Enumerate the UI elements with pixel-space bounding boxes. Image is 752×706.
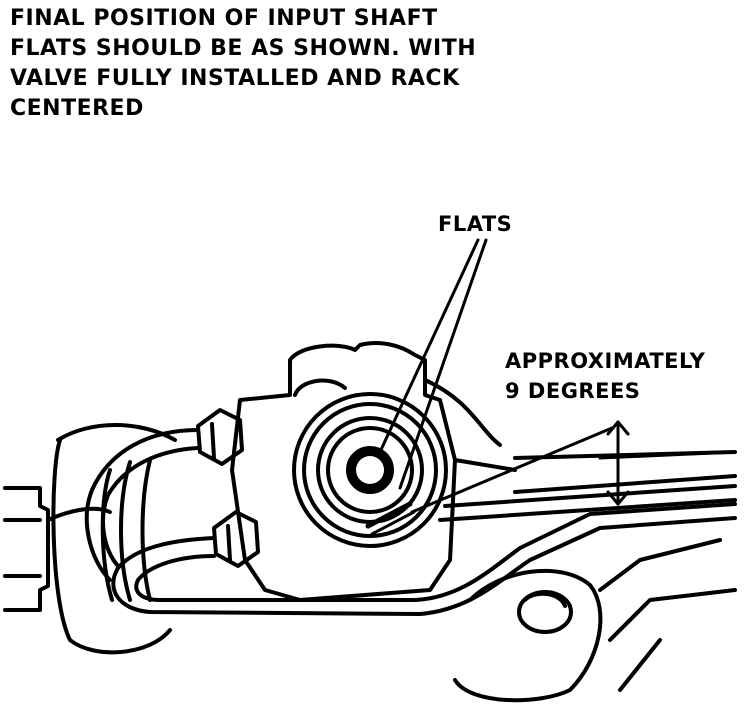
caption-text: FINAL POSITION OF INPUT SHAFT FLATS SHOU… xyxy=(10,6,477,121)
flats-leader-lines xyxy=(378,238,488,490)
lower-fitting-nut xyxy=(212,510,260,568)
mounting-bracket xyxy=(453,538,737,703)
valve-housing xyxy=(230,341,517,602)
input-shaft xyxy=(292,392,448,548)
hydraulic-lines xyxy=(84,428,737,616)
angle-label: APPROXIMATELY 9 DEGREES xyxy=(505,349,706,403)
angle-indicator xyxy=(410,420,737,514)
flats-label: FLATS xyxy=(438,212,513,236)
upper-fitting-nut xyxy=(196,408,244,466)
